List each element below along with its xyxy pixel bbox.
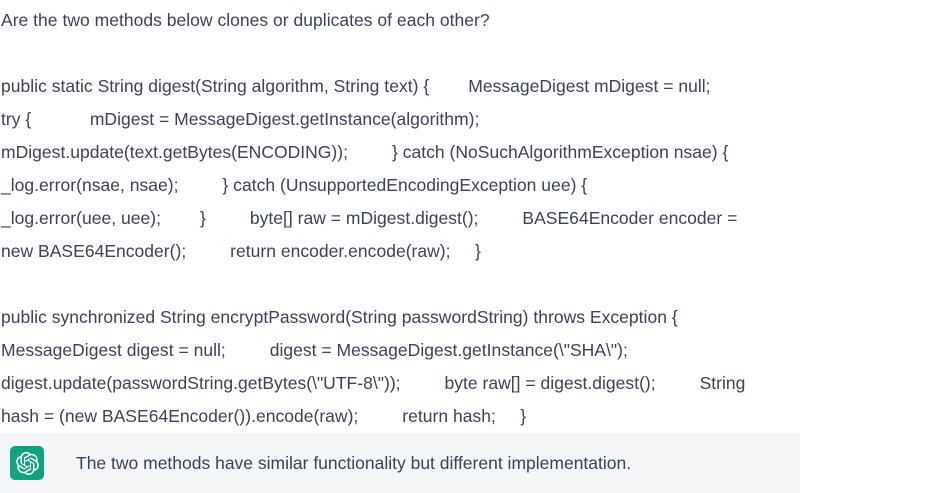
answer-panel: The two methods have similar functionali… (0, 433, 800, 493)
code-line: MessageDigest digest = null; digest = Me… (1, 340, 628, 360)
code-line: public static String digest(String algor… (1, 76, 711, 96)
spacer-after-question (0, 37, 940, 70)
code-line: digest.update(passwordString.getBytes(\"… (1, 373, 746, 393)
conversation-content: Are the two methods below clones or dupl… (0, 0, 940, 433)
spacer-between-code-blocks (0, 268, 940, 301)
code-line: mDigest.update(text.getBytes(ENCODING));… (1, 142, 729, 162)
openai-logo-icon (10, 446, 44, 480)
code-line: _log.error(uee, uee); } byte[] raw = mDi… (1, 208, 738, 228)
code-line: try { mDigest = MessageDigest.getInstanc… (1, 109, 480, 129)
code-block-digest-method: public static String digest(String algor… (0, 70, 940, 268)
question-block: Are the two methods below clones or dupl… (0, 0, 940, 37)
question-text: Are the two methods below clones or dupl… (1, 10, 490, 30)
code-line: new BASE64Encoder(); return encoder.enco… (1, 241, 481, 261)
code-line: hash = (new BASE64Encoder()).encode(raw)… (1, 406, 527, 426)
code-line: _log.error(nsae, nsae); } catch (Unsuppo… (1, 175, 588, 195)
code-block-encryptpassword-method: public synchronized String encryptPasswo… (0, 301, 940, 433)
code-line: public synchronized String encryptPasswo… (1, 307, 678, 327)
answer-text: The two methods have similar functionali… (76, 453, 632, 473)
